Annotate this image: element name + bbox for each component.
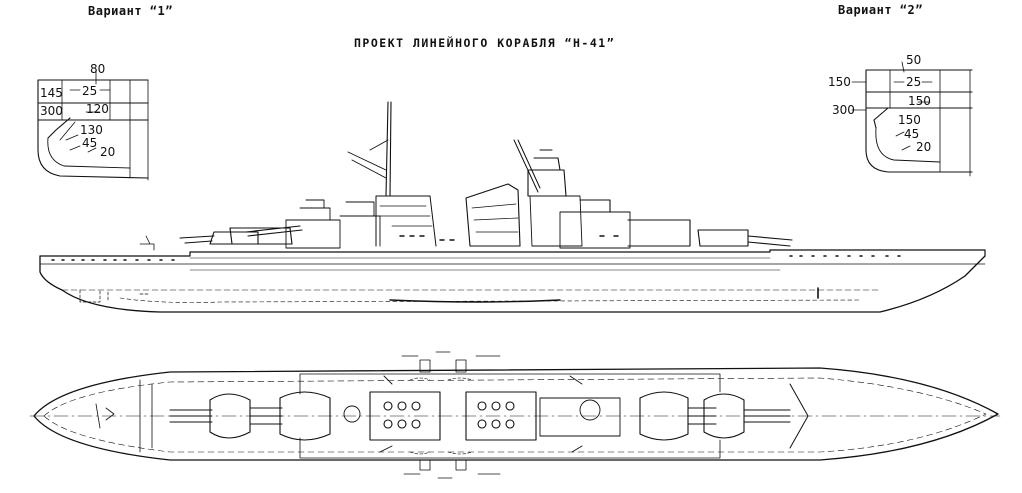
section-1-dim-120: 120 <box>86 102 109 116</box>
section-2-dim-50: 50 <box>906 53 921 67</box>
variant-1-label: Вариант “1” <box>88 4 173 18</box>
uptake-block-after <box>465 391 537 441</box>
turret-plan-3 <box>639 391 717 441</box>
section-2-dim-150-top: 150 <box>908 94 931 108</box>
section-2-dim-25: 25 <box>906 75 921 89</box>
variant-2-label: Вариант “2” <box>838 3 923 17</box>
armor-section-variant-1: 80 145 25 300 120 130 45 20 <box>37 62 149 181</box>
drawing-title: ПРОЕКТ ЛИНЕЙНОГО КОРАБЛЯ “Н-41” <box>354 36 616 50</box>
section-1-dim-145: 145 <box>40 86 63 100</box>
section-2-dim-20: 20 <box>916 140 931 154</box>
section-1-dim-300: 300 <box>40 104 63 118</box>
section-2-dim-150-left: 150 <box>828 75 851 89</box>
ship-plan-view <box>29 351 1001 479</box>
section-2-dim-300: 300 <box>832 103 855 117</box>
turret-plan-2 <box>249 391 331 441</box>
section-1-dim-80: 80 <box>90 62 105 76</box>
section-2-dim-150-belt: 150 <box>898 113 921 127</box>
section-1-dim-45: 45 <box>82 136 97 150</box>
turret-plan-4 <box>703 393 791 439</box>
armor-section-variant-2: 50 150 25 300 150 150 45 20 <box>828 53 973 177</box>
uptake-block-forward <box>369 391 441 441</box>
section-1-dim-130: 130 <box>80 123 103 137</box>
section-1-dim-25: 25 <box>82 84 97 98</box>
section-2-dim-45: 45 <box>904 127 919 141</box>
ship-side-profile <box>39 101 986 313</box>
turret-plan-1 <box>169 393 251 439</box>
section-1-dim-20: 20 <box>100 145 115 159</box>
